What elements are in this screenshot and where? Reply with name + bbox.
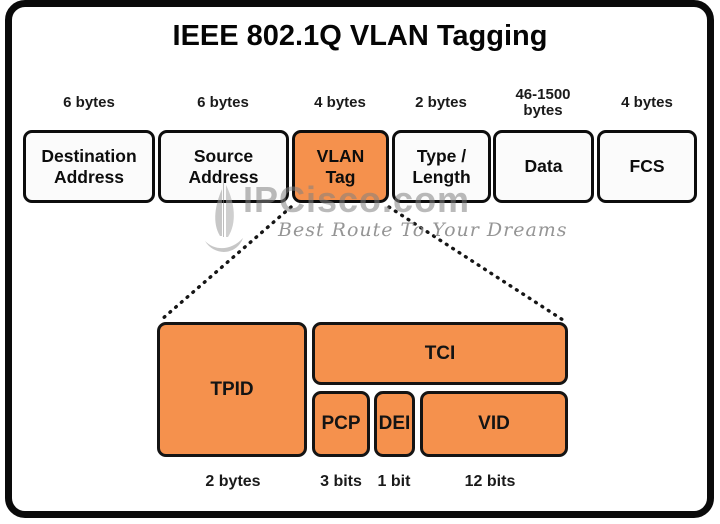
- size-label-fcs: 4 bytes: [621, 93, 673, 111]
- frame-field-type-length: Type / Length: [392, 130, 491, 203]
- frame-field-data: Data: [493, 130, 594, 203]
- watermark-tagline: Best Route To Your Dreams: [278, 219, 568, 241]
- size-label-data: 46-1500 bytes: [515, 85, 571, 119]
- frame-field-destination-address: Destination Address: [23, 130, 155, 203]
- frame-field-fcs: FCS: [597, 130, 697, 203]
- vlan-field-tpid: TPID: [157, 322, 307, 457]
- frame-field-vlan-tag: VLAN Tag: [292, 130, 389, 203]
- vlan-field-pcp: PCP: [312, 391, 370, 457]
- size-label-vlan-tag: 4 bytes: [314, 93, 366, 111]
- vlan-field-dei: DEI: [374, 391, 415, 457]
- size-label-tpid: 2 bytes: [205, 473, 261, 490]
- size-label-vid: 12 bits: [464, 473, 516, 490]
- size-label-pcp: 3 bits: [320, 473, 362, 490]
- size-label-dei: 1 bit: [377, 473, 411, 490]
- size-label-destination-address: 6 bytes: [63, 93, 115, 111]
- diagram-title: IEEE 802.1Q VLAN Tagging: [172, 20, 548, 52]
- size-label-type-length: 2 bytes: [415, 93, 467, 111]
- size-label-source-address: 6 bytes: [197, 93, 249, 111]
- frame-field-source-address: Source Address: [158, 130, 289, 203]
- vlan-field-tci: TCI: [312, 322, 568, 385]
- vlan-field-vid: VID: [420, 391, 568, 457]
